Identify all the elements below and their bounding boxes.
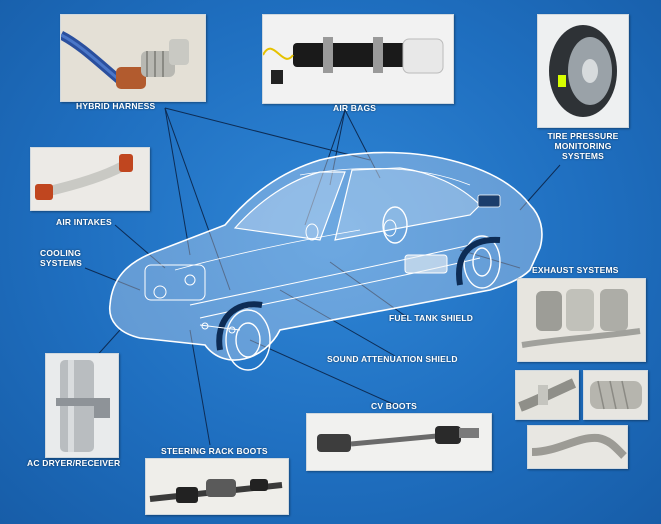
label-tire-pressure: TIRE PRESSURE MONITORING SYSTEMS <box>535 131 631 161</box>
cv-axle-image <box>307 414 491 470</box>
label-air-intakes: AIR INTAKES <box>56 217 112 227</box>
label-tire-pressure-line2: MONITORING <box>554 141 612 151</box>
label-air-bags: AIR BAGS <box>333 103 377 113</box>
label-steering-rack-boots: STEERING RACK BOOTS <box>161 446 268 456</box>
air-intake-tube-image <box>31 148 149 210</box>
label-ac-dryer-receiver: AC DRYER/RECEIVER <box>27 458 121 468</box>
label-sound-attenuation-shield: SOUND ATTENUATION SHIELD <box>327 354 458 364</box>
airbag-module-image <box>263 15 453 103</box>
exhaust-wrap-photo <box>583 370 648 420</box>
label-cooling-line1: COOLING <box>40 248 82 258</box>
label-tire-pressure-line3: SYSTEMS <box>561 151 605 161</box>
bent-pipe-image <box>528 426 627 468</box>
tire-pressure-photo <box>537 14 629 128</box>
label-hybrid-harness: HYBRID HARNESS <box>76 101 156 111</box>
air-intakes-photo <box>30 147 150 211</box>
steering-rack-photo <box>145 458 289 515</box>
wheel-rim-image <box>538 15 628 127</box>
exhaust-clamp-photo <box>515 370 579 420</box>
mufflers-image <box>518 279 645 361</box>
ac-dryer-photo <box>45 353 119 458</box>
car-body <box>109 151 543 371</box>
cv-boots-photo <box>306 413 492 471</box>
label-cv-boots: CV BOOTS <box>371 401 417 411</box>
exhaust-mufflers-photo <box>517 278 646 362</box>
label-cooling-line2: SYSTEMS <box>40 258 83 268</box>
air-bags-photo <box>262 14 454 104</box>
steering-rack-image <box>146 459 288 514</box>
pipe-clamp-image <box>516 371 578 419</box>
label-exhaust-systems: EXHAUST SYSTEMS <box>532 265 619 275</box>
hybrid-harness-photo <box>60 14 206 102</box>
hose-fitting-image <box>61 15 205 101</box>
heat-wrap-image <box>584 371 647 419</box>
label-fuel-tank-shield: FUEL TANK SHIELD <box>389 313 474 323</box>
ac-dryer-cylinder-image <box>46 354 118 457</box>
label-cooling-systems: COOLING SYSTEMS <box>40 248 82 268</box>
label-tire-pressure-line1: TIRE PRESSURE <box>547 131 619 141</box>
exhaust-pipe-photo <box>527 425 628 469</box>
